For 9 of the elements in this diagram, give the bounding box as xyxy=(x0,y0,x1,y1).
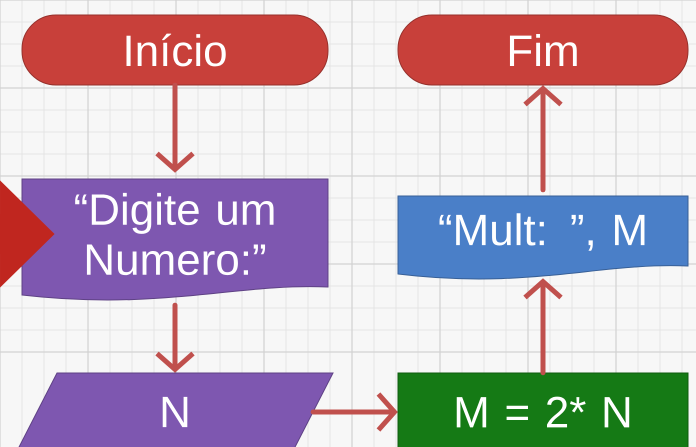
output-box: “Mult: ”, M xyxy=(398,196,688,280)
arrow xyxy=(523,85,563,192)
terminator-box: Fim xyxy=(398,14,688,86)
arrow xyxy=(310,392,398,432)
arrow xyxy=(523,278,563,376)
terminator-box: Início xyxy=(22,14,328,86)
display-box: “Digite um Numero:” xyxy=(22,178,328,300)
process-box: M = 2* N xyxy=(398,372,688,447)
arrow xyxy=(155,82,195,173)
